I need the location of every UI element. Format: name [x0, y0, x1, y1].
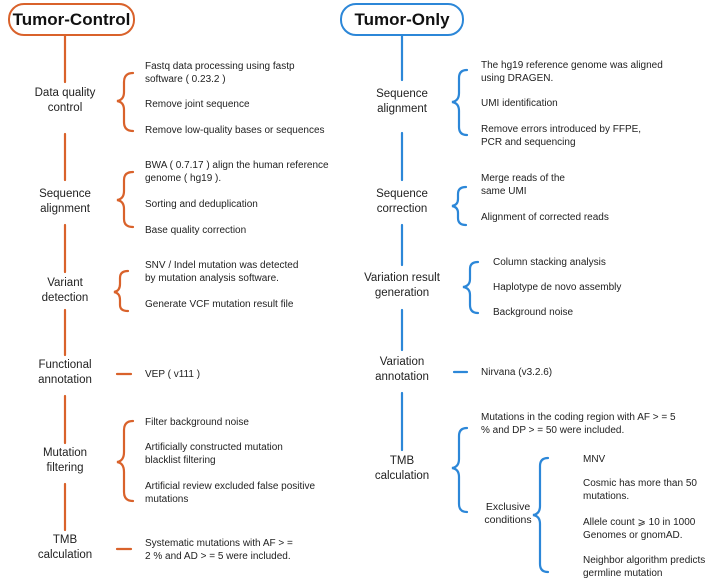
right-sa-item-1: The hg19 reference genome was aligned us… [481, 60, 663, 84]
right-vrg-item-2: Haplotype de novo assembly [493, 282, 622, 293]
left-brace-mf [116, 419, 135, 503]
right-braces [451, 68, 550, 574]
right-stage-sequence-alignment: Sequence alignment [376, 88, 428, 115]
left-sa-item-2: Sorting and deduplication [145, 199, 258, 210]
left-brace-vd [113, 269, 130, 313]
right-vrg-item-3: Background noise [493, 307, 574, 318]
left-stage-data-quality-control: Data quality control [34, 87, 96, 114]
left-vd-item-1: SNV / Indel mutation was detected by mut… [145, 260, 299, 284]
right-sc-item-2: Alignment of corrected reads [481, 212, 609, 223]
right-tmb-item-1: Mutations in the coding region with AF >… [481, 412, 676, 436]
right-stage-variation-annotation: Variation annotation [375, 356, 429, 383]
left-stage-tmb-calculation: TMB calculation [37, 534, 93, 561]
left-stage-sequence-alignment: Sequence alignment [39, 188, 91, 215]
right-stage-sequence-correction: Sequence correction [376, 188, 428, 215]
left-stage-functional-annotation: Functional annotation [38, 359, 92, 386]
tumor-control-title: Tumor-Control [8, 3, 135, 36]
left-mf-item-2: Artificially constructed mutation blackl… [145, 442, 283, 466]
right-exclusive-item-1: MNV [583, 454, 606, 465]
right-brace-exclusive [532, 456, 550, 574]
left-mf-item-1: Filter background noise [145, 417, 249, 428]
left-dqc-item-3: Remove low-quality bases or sequences [145, 125, 325, 136]
right-brace-sc [451, 185, 468, 227]
right-sc-item-1: Merge reads of the same UMI [481, 173, 565, 197]
left-dqc-item-1: Fastq data processing using fastp softwa… [145, 61, 295, 85]
right-brace-sa [451, 68, 469, 137]
right-exclusive-conditions-label: Exclusive conditions [484, 501, 532, 526]
right-stage-tmb-calculation: TMB calculation [374, 455, 430, 482]
left-brace-dqc [116, 71, 135, 133]
right-va-item-1: Nirvana (v3.2.6) [481, 367, 553, 378]
left-stage-mutation-filtering: Mutation filtering [42, 447, 88, 474]
right-sa-item-2: UMI identification [481, 98, 558, 109]
right-brace-vrg [462, 260, 480, 315]
left-sa-item-3: Base quality correction [145, 225, 247, 236]
left-vd-item-2: Generate VCF mutation result file [145, 299, 294, 310]
right-sa-item-3: Remove errors introduced by FFPE, PCR an… [481, 124, 642, 148]
left-fa-item-1: VEP ( v111 ) [145, 369, 201, 380]
left-stage-variant-detection: Variant detection [41, 277, 89, 304]
left-brace-sa [116, 170, 135, 229]
right-brace-tmb [451, 426, 469, 514]
left-tmb-item-1: Systematic mutations with AF > = 2 % and… [145, 538, 293, 562]
left-dqc-item-2: Remove joint sequence [145, 99, 250, 110]
tumor-only-title: Tumor-Only [340, 3, 464, 36]
right-exclusive-item-2: Cosmic has more than 50 mutations. [583, 478, 697, 502]
left-braces [113, 71, 135, 551]
left-mf-item-3: Artificial review excluded false positiv… [145, 481, 316, 505]
right-stage-variation-result-generation: Variation result generation [364, 272, 440, 299]
left-sa-item-1: BWA ( 0.7.17 ) align the human reference… [145, 160, 329, 184]
right-vrg-item-1: Column stacking analysis [493, 257, 606, 268]
right-exclusive-item-4: Neighbor algorithm predicts germline mut… [583, 555, 706, 579]
right-exclusive-item-3: Allele count ⩾ 10 in 1000 Genomes or gno… [583, 517, 696, 541]
